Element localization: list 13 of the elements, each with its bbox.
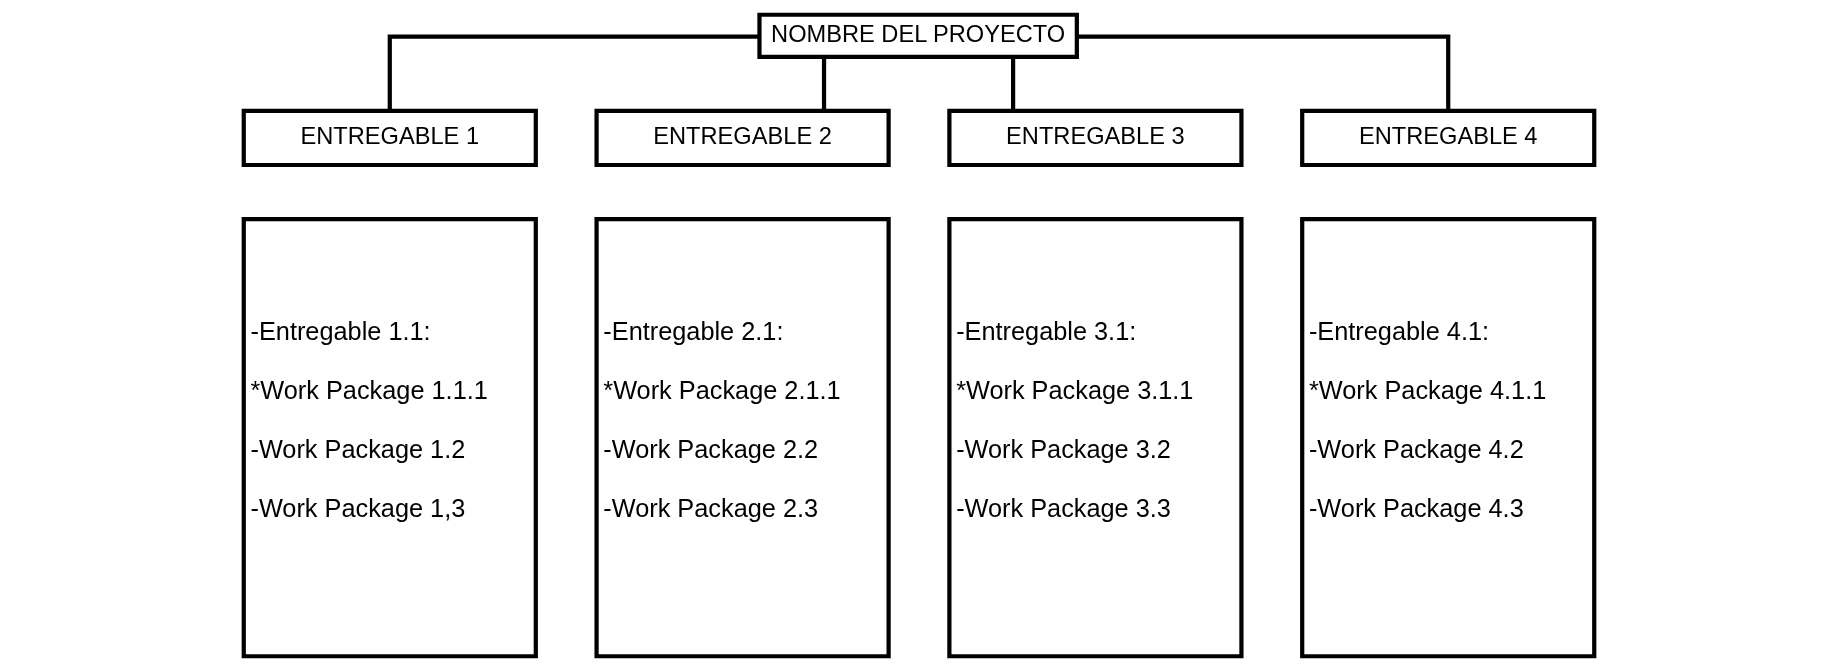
connector xyxy=(387,34,759,111)
node-box: ENTREGABLE 3 xyxy=(946,108,1244,168)
connector xyxy=(1010,57,1015,111)
node-box: -Entregable 1.1: *Work Package 1.1.1 -Work Package 1.2 -Work Package 1,3 xyxy=(241,216,538,659)
node-box: -Entregable 2.1: *Work Package 2.1.1 -Work Package 2.2 -Work Package 2.3 xyxy=(593,216,891,659)
node-box: NOMBRE DEL PROYECTO xyxy=(756,12,1079,60)
connector xyxy=(821,57,826,111)
node-box: -Entregable 3.1: *Work Package 3.1.1 -Work Package 3.2 -Work Package 3.3 xyxy=(946,216,1244,659)
node-box: -Entregable 4.1: *Work Package 4.1.1 -Work Package 4.2 -Work Package 4.3 xyxy=(1299,216,1596,659)
connector xyxy=(1076,34,1450,111)
node-box: ENTREGABLE 1 xyxy=(241,108,538,168)
node-box: ENTREGABLE 2 xyxy=(593,108,891,168)
node-box: ENTREGABLE 4 xyxy=(1299,108,1596,168)
